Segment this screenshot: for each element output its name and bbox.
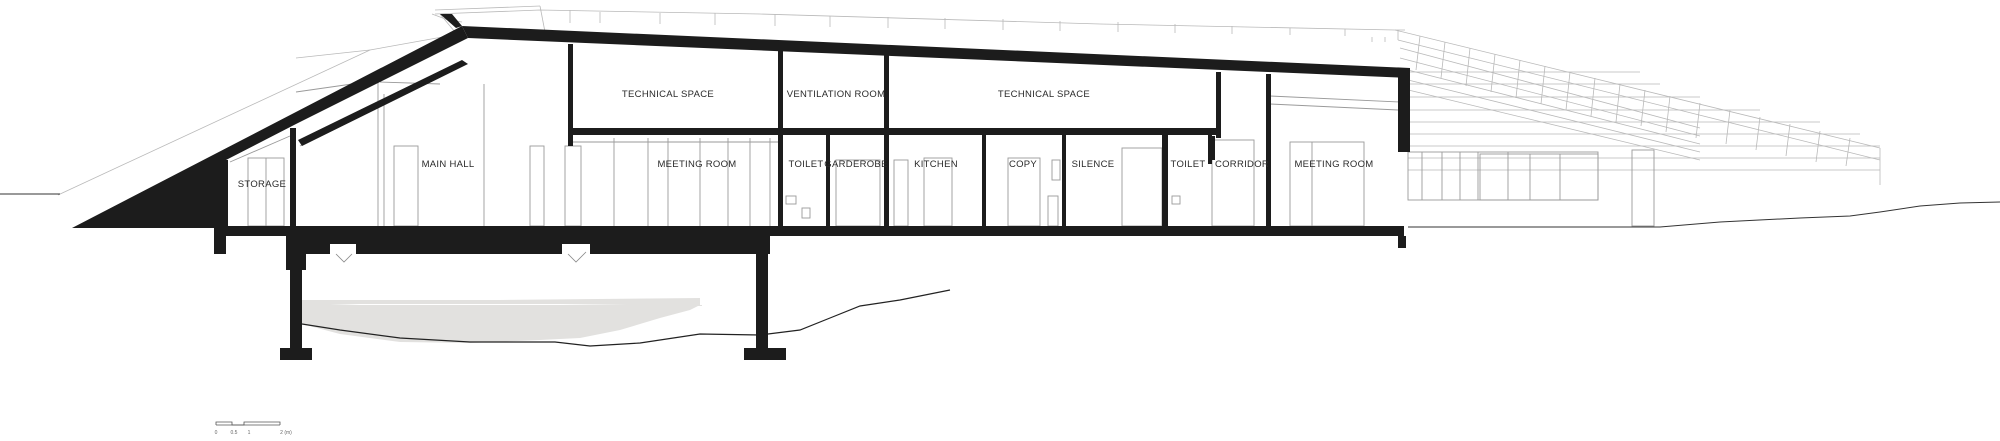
scale-tick-2: 2 (m) xyxy=(280,430,292,436)
room-label-meeting-room-1: MEETING ROOM xyxy=(657,159,736,170)
room-label-main-hall: MAIN HALL xyxy=(422,159,475,170)
room-label-silence: SILENCE xyxy=(1072,159,1115,170)
room-label-garderobe: GARDEROBE xyxy=(824,159,887,170)
room-label-technical-space-2: TECHNICAL SPACE xyxy=(998,89,1090,100)
scale-tick-0-5: 0.5 xyxy=(231,430,238,436)
room-label-kitchen: KITCHEN xyxy=(914,159,958,170)
scale-bar: 0 0.5 1 2 (m) xyxy=(215,421,292,436)
interior-elevation xyxy=(229,61,1401,227)
section-cut xyxy=(72,14,1410,360)
room-label-corridor: CORRIDOR xyxy=(1215,159,1269,170)
scale-tick-0: 0 xyxy=(215,430,218,436)
room-label-ventilation-room: VENTILATION ROOM xyxy=(787,89,886,100)
room-label-toilet-2: TOILET xyxy=(1171,159,1206,170)
room-labels: STORAGE MAIN HALL MEETING ROOM TECHNICAL… xyxy=(238,89,1373,190)
room-label-storage: STORAGE xyxy=(238,179,286,190)
ground-fill xyxy=(300,289,951,347)
room-label-meeting-room-2: MEETING ROOM xyxy=(1294,159,1373,170)
room-label-technical-space-1: TECHNICAL SPACE xyxy=(622,89,714,100)
room-label-toilet-1: TOILET xyxy=(789,159,824,170)
scale-tick-1: 1 xyxy=(248,430,251,436)
room-label-copy: COPY xyxy=(1009,159,1037,170)
ground-line xyxy=(0,193,2000,228)
roof-elevation-beyond xyxy=(57,5,1881,227)
